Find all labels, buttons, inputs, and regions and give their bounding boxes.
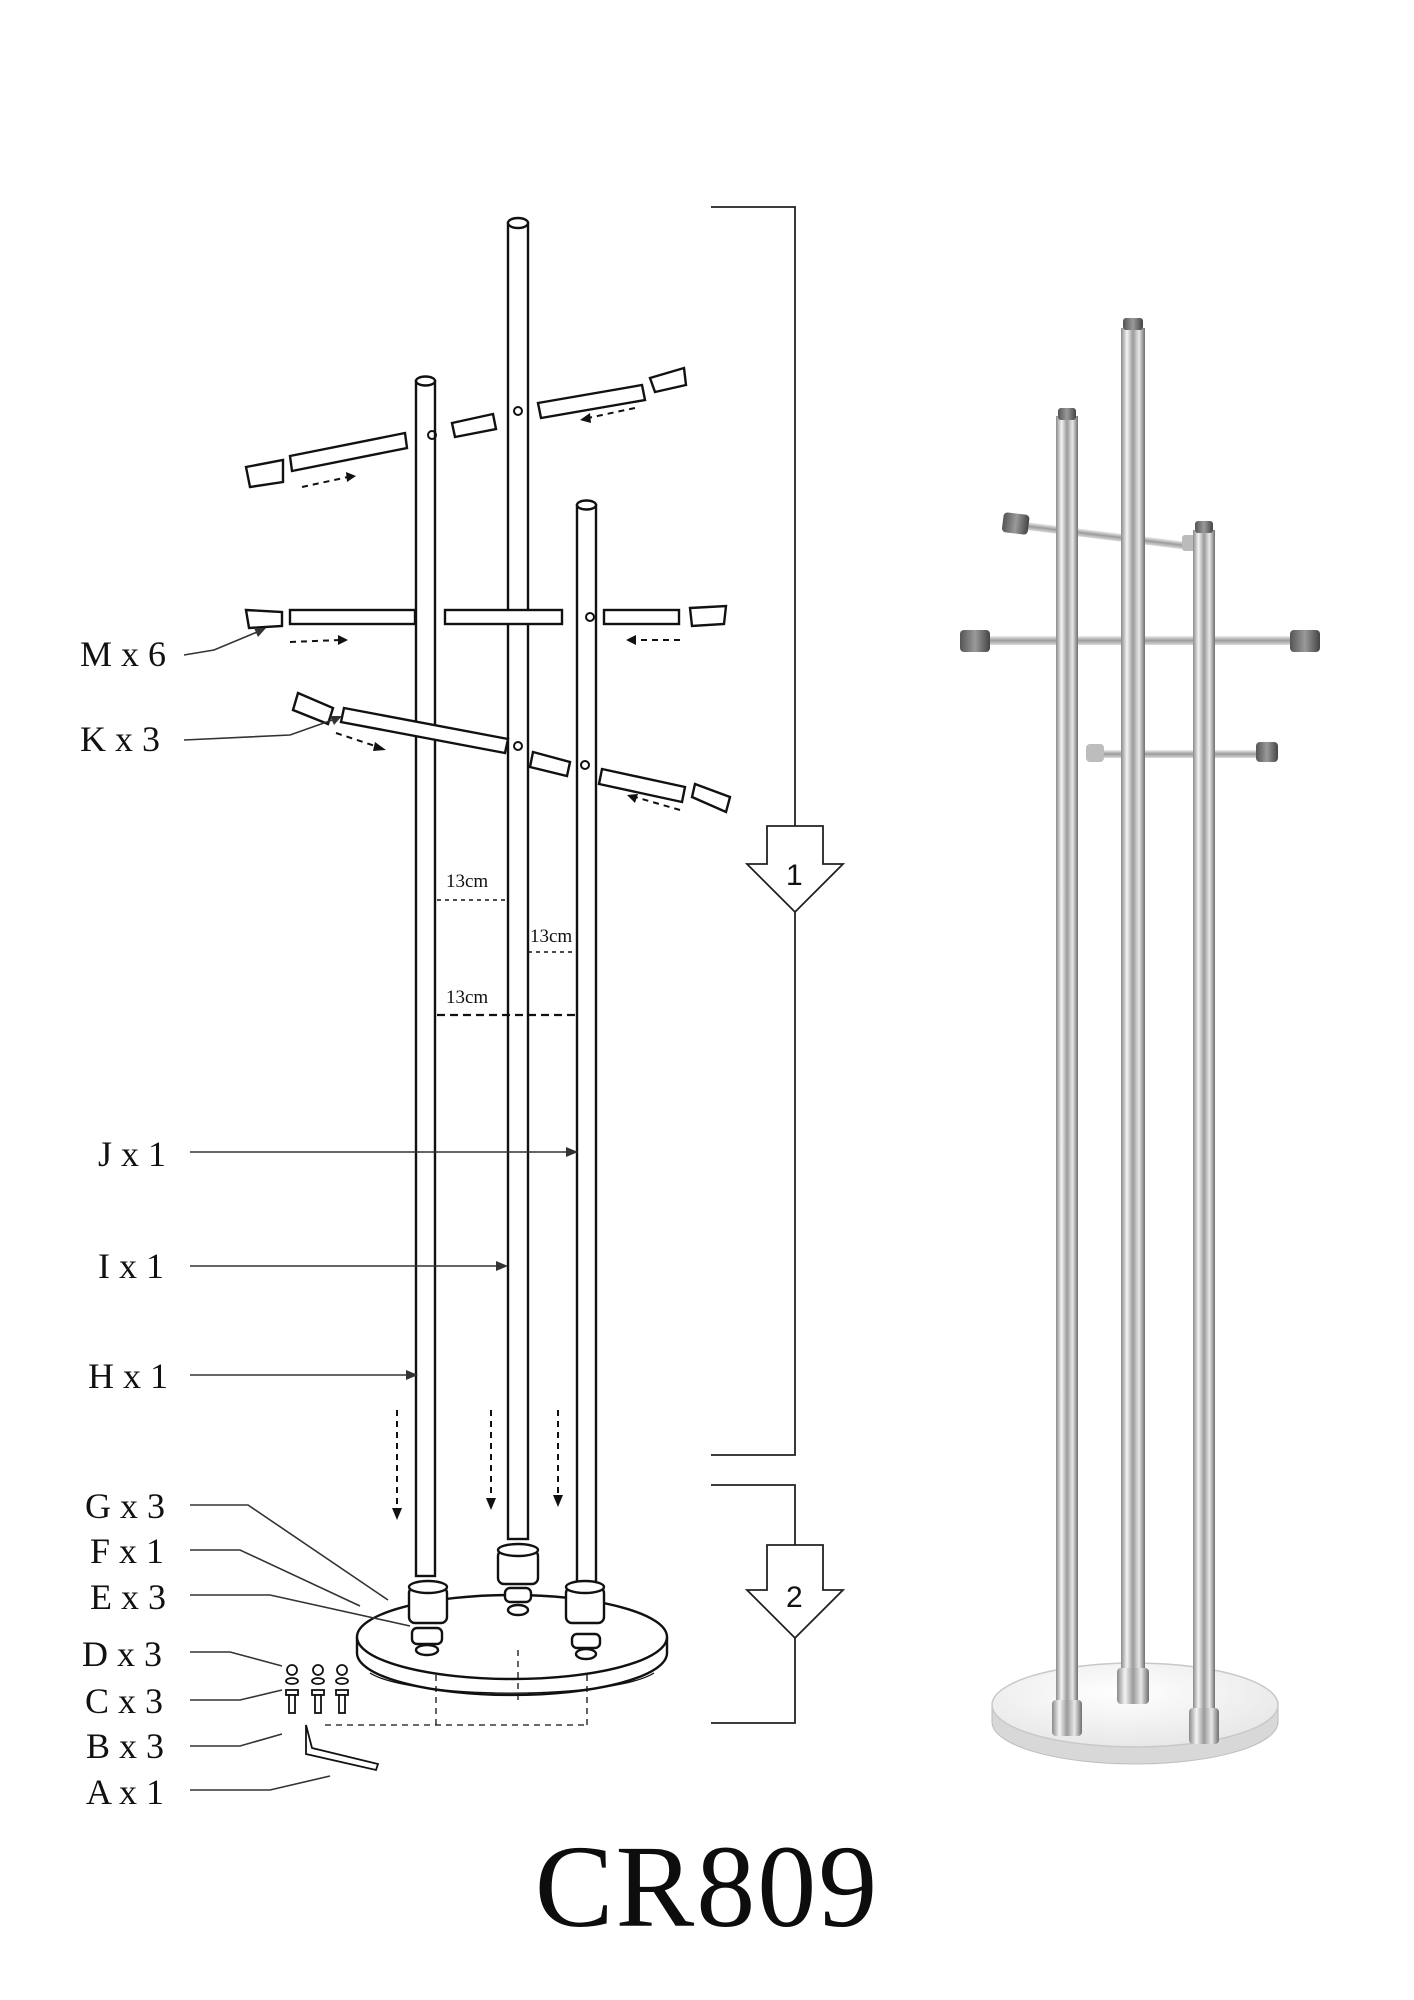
step-numbers: 1 2 [786,859,803,1614]
pole-i [506,216,530,1541]
product-photo [960,318,1320,1765]
arm-row-middle [244,604,728,630]
model-code: CR809 [534,1821,880,1952]
part-label-g: G x 3 [85,1486,165,1526]
step-brackets [711,206,846,1724]
hidden-lines [325,1650,588,1726]
photo-sockets [1052,1668,1219,1744]
arm-row-lower [291,691,732,814]
hardware [285,1664,380,1772]
arm-row-top [244,366,688,489]
part-label-h: H x 1 [88,1356,168,1396]
part-label-b: B x 3 [86,1726,164,1766]
dimension-label: 13cm [530,926,572,947]
part-label-c: C x 3 [85,1681,163,1721]
insert-arrowheads [338,413,638,1520]
pole-j [575,499,598,1587]
leader-lines [183,629,572,1791]
parts-list: M x 6 K x 3 J x 1 I x 1 H x 1 G x 3 F x … [80,634,168,1812]
part-label-f: F x 1 [90,1531,164,1571]
part-label-k: K x 3 [80,719,160,759]
part-label-m: M x 6 [80,634,166,674]
measurement-lines [437,899,576,1017]
part-label-a: A x 1 [86,1772,164,1812]
pole-h [414,375,437,1578]
leader-arrowheads [254,628,578,1380]
part-label-d: D x 3 [82,1634,162,1674]
dimension-label: 13cm [446,871,488,892]
photo-poles [1056,318,1215,1720]
insert-arrows [289,407,681,1510]
exploded-drawing [244,216,732,1772]
dimensions: 13cm 13cm 13cm [446,871,572,1008]
part-label-i: I x 1 [98,1246,164,1286]
part-label-j: J x 1 [98,1134,166,1174]
step-number-1: 1 [786,859,803,892]
part-label-e: E x 3 [90,1577,166,1617]
step-number-2: 2 [786,1581,803,1614]
dimension-label: 13cm [446,987,488,1008]
sockets [407,1542,606,1661]
